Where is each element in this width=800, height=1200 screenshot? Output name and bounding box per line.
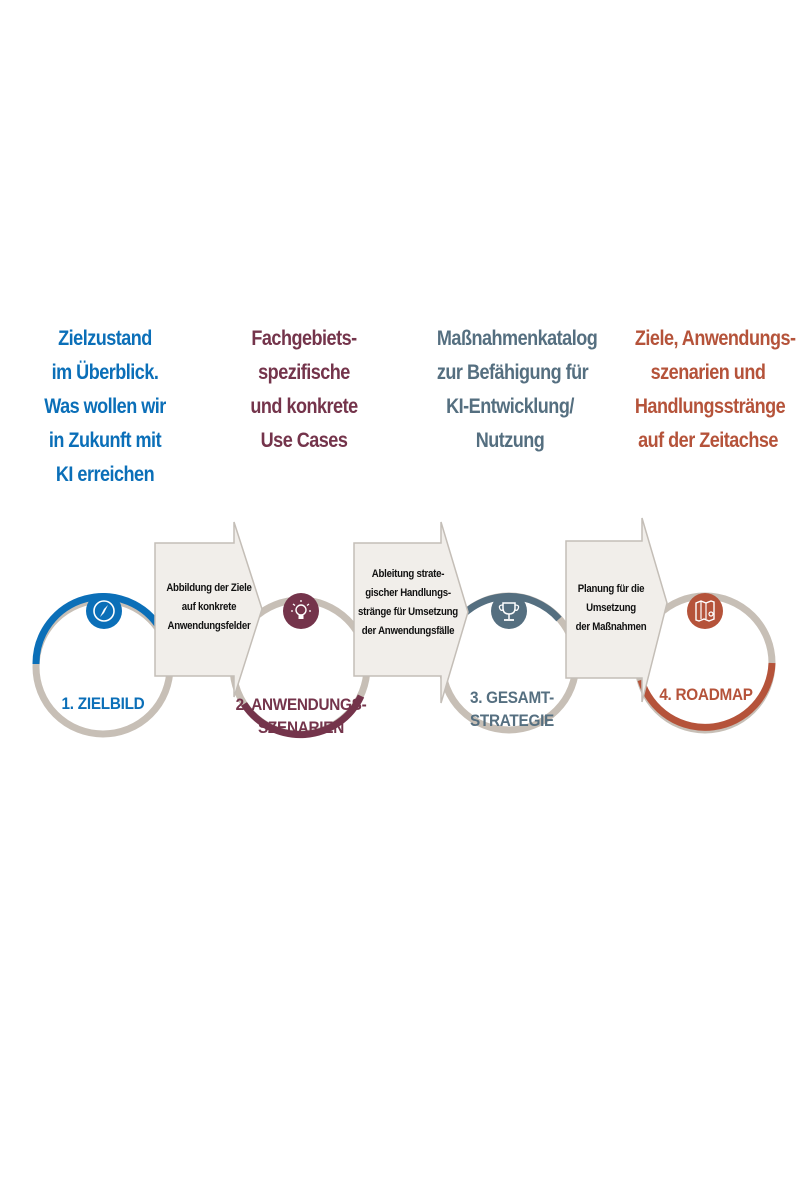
- description-line: spezifische: [258, 361, 350, 384]
- description-line: und konkrete: [250, 395, 358, 418]
- ring-progress: [637, 662, 776, 731]
- stage-title-line: 4. ROADMAP: [659, 685, 753, 704]
- description-gesamtstrategie: Maßnahmenkatalog zur Befähigung für KI-E…: [436, 322, 598, 458]
- description-line: KI-Entwicklung/: [446, 395, 574, 418]
- arrow-shape-1: [154, 521, 263, 698]
- stage-title-zielbild: 1. ZIELBILD: [40, 692, 166, 715]
- ring-progress: [32, 593, 165, 665]
- compass-icon: [86, 593, 122, 629]
- stage-title-gesamtstrategie: 3. GESAMT- STRATEGIE: [449, 686, 575, 732]
- description-line: Use Cases: [260, 429, 348, 452]
- arrow-label-2: Ableitung strate- gischer Handlungs- str…: [348, 565, 468, 641]
- description-line: Zielzustand: [58, 327, 152, 350]
- stage-title-line: SZENARIEN: [257, 718, 344, 737]
- arrow-shape-2: [353, 521, 469, 704]
- description-line: in Zukunft mit: [48, 429, 162, 452]
- arrow-label-line: Anwendungsfelder: [167, 620, 251, 632]
- description-roadmap: Ziele, Anwendungs- szenarien und Handlun…: [634, 322, 796, 458]
- stage-title-roadmap: 4. ROADMAP: [643, 683, 769, 706]
- arrow-label-1: Abbildung der Ziele auf konkrete Anwendu…: [155, 579, 262, 636]
- map-icon: [687, 593, 723, 629]
- stage-title-anwendungsszenarien: 2. ANWENDUNGS- SZENARIEN: [235, 693, 367, 739]
- arrow-label-line: stränge für Umsetzung: [358, 606, 458, 618]
- description-line: im Überblick.: [51, 361, 159, 384]
- ring-progress: [241, 694, 365, 739]
- stage-title-line: 3. GESAMT-: [469, 688, 555, 707]
- arrow-label-line: Umsetzung: [586, 602, 636, 614]
- arrow-label-line: Planung für die: [577, 583, 645, 595]
- arrow-label-3: Planung für die Umsetzung der Maßnahmen: [557, 580, 664, 637]
- description-line: Handlungsstränge: [634, 395, 786, 418]
- arrow-label-line: der Anwendungsfälle: [361, 625, 455, 637]
- description-line: Maßnahmenkatalog: [436, 327, 598, 350]
- description-anwendungsszenarien: Fachgebiets- spezifische und konkrete Us…: [231, 322, 377, 458]
- trophy-icon: [491, 593, 527, 629]
- description-line: Ziele, Anwendungs-: [634, 327, 796, 350]
- arrow-label-line: Abbildung der Ziele: [166, 582, 252, 594]
- lightbulb-icon: [283, 593, 319, 629]
- arrow-label-line: auf konkrete: [181, 601, 237, 613]
- arrow-shape-3: [565, 517, 668, 703]
- stage-title-line: STRATEGIE: [469, 711, 554, 730]
- description-line: szenarien und: [650, 361, 766, 384]
- description-line: Nutzung: [475, 429, 545, 452]
- arrow-label-line: gischer Handlungs-: [365, 587, 451, 599]
- arrow-label-line: der Maßnahmen: [575, 621, 647, 633]
- description-zielbild: Zielzustand im Überblick. Was wollen wir…: [32, 322, 178, 492]
- description-line: Was wollen wir: [44, 395, 166, 418]
- description-line: zur Befähigung für: [436, 361, 589, 384]
- description-line: Fachgebiets-: [251, 327, 357, 350]
- stage-title-line: 1. ZIELBILD: [61, 694, 145, 713]
- description-line: auf der Zeitachse: [638, 429, 778, 452]
- description-line: KI erreichen: [55, 463, 155, 486]
- stage-title-line: 2. ANWENDUNGS-: [235, 695, 367, 714]
- arrow-label-line: Ableitung strate-: [371, 568, 445, 580]
